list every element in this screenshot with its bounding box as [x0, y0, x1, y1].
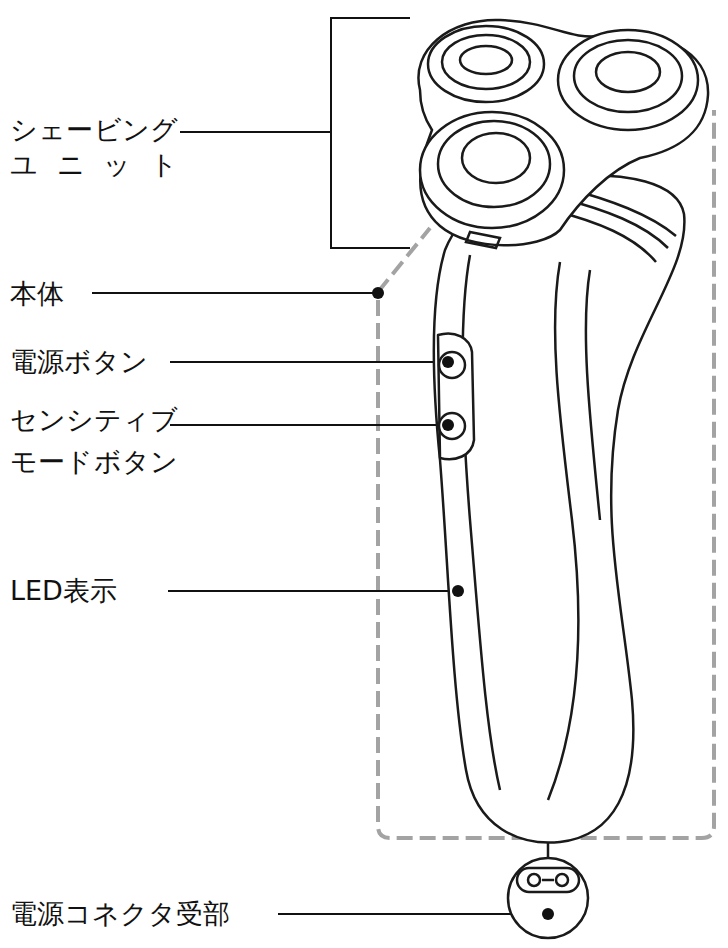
part-label: 本体 — [10, 278, 64, 310]
bracket — [331, 18, 410, 248]
part-label: シェービング ユニット — [10, 112, 178, 182]
part-label: LED表示 — [10, 575, 117, 607]
callout-dots — [372, 287, 554, 920]
shaving-head — [418, 20, 708, 248]
connector-inset — [508, 843, 588, 938]
part-label: センシティブ モードボタン — [10, 399, 178, 483]
part-label: 電源ボタン — [10, 345, 148, 379]
shaver-body — [434, 175, 685, 842]
part-label: 電源コネクタ受部 — [10, 897, 230, 931]
